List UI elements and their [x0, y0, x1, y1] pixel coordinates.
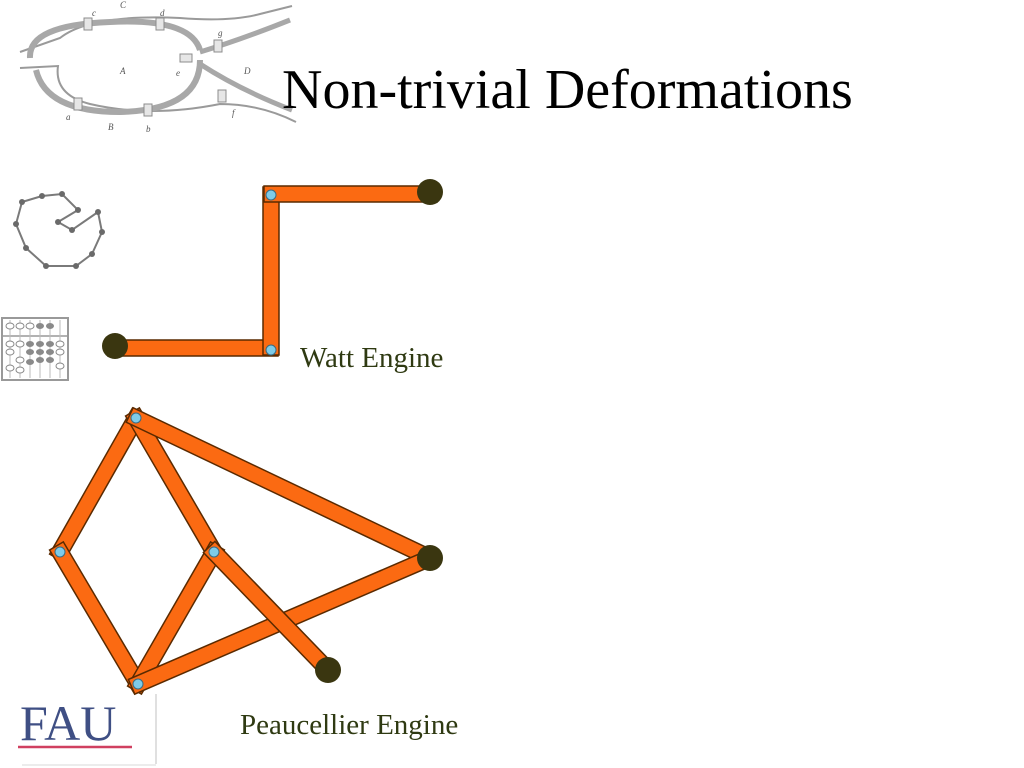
- map-label: b: [146, 124, 151, 134]
- map-label: d: [160, 8, 165, 18]
- watt-fixed-pivot: [417, 179, 443, 205]
- watt-bar: [107, 339, 279, 357]
- peaucellier-joint: [54, 546, 66, 558]
- watt-engine-caption: Watt Engine: [300, 342, 444, 374]
- map-label: A: [119, 66, 126, 76]
- watt-fixed-pivot: [102, 333, 128, 359]
- watt-joint: [265, 189, 277, 201]
- map-label: B: [108, 122, 114, 132]
- peaucellier-joint: [208, 546, 220, 558]
- map-label: g: [218, 28, 223, 38]
- peaucellier-engine-caption: Peaucellier Engine: [240, 709, 459, 741]
- watt-bar: [262, 186, 280, 356]
- watt-bar: [263, 185, 438, 203]
- slide-title: Non-trivial Deformations: [282, 59, 853, 121]
- map-label: C: [120, 0, 127, 10]
- abacus-icon: [1, 317, 69, 381]
- peaucellier-fixed-pivot: [417, 545, 443, 571]
- konigsberg-map-icon: c C d g A e D a B b f: [19, 0, 297, 134]
- map-label: a: [66, 112, 71, 122]
- peaucellier-bar: [48, 540, 150, 696]
- watt-joint: [265, 344, 277, 356]
- polygon-icon: [13, 191, 105, 269]
- peaucellier-joint: [132, 678, 144, 690]
- peaucellier-fixed-pivot: [315, 657, 341, 683]
- fau-logo: FAU: [18, 694, 157, 766]
- map-label: e: [176, 68, 180, 78]
- peaucellier-bar: [48, 406, 148, 564]
- map-label: D: [243, 66, 251, 76]
- peaucellier-joint: [130, 412, 142, 424]
- fau-logo-text: FAU: [20, 695, 116, 751]
- map-label: c: [92, 8, 96, 18]
- map-label: f: [232, 108, 236, 118]
